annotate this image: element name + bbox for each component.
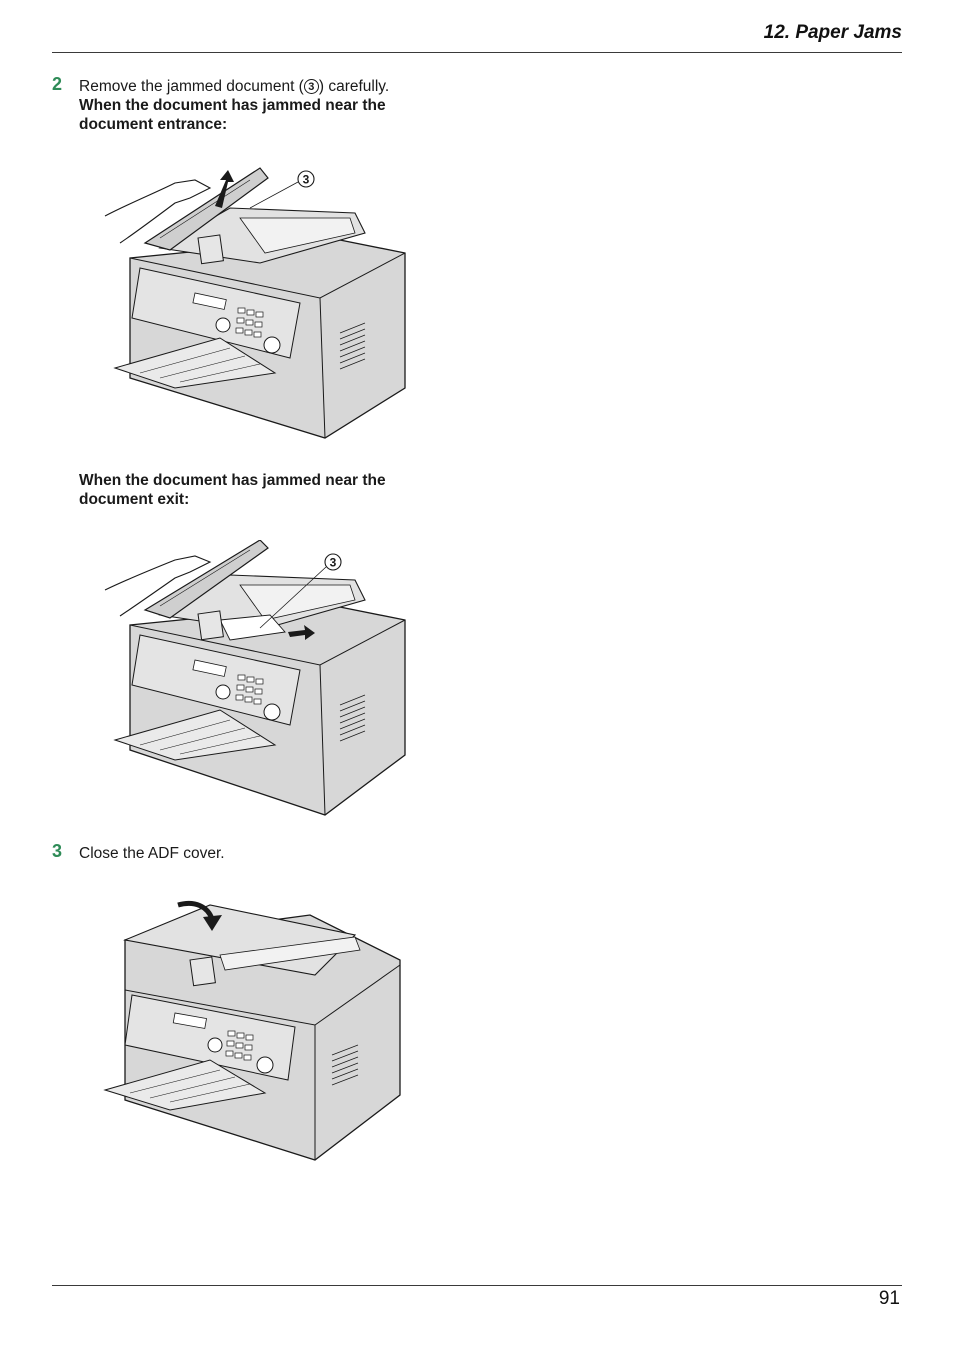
callout-3-badge: 3 [303, 79, 319, 94]
step-number-2: 2 [52, 74, 63, 94]
figure-jam-exit: 3 [100, 540, 420, 820]
subheading-exit-line2: document exit: [79, 491, 190, 508]
subheading-exit-line1: When the document has jammed near the [79, 472, 386, 489]
subheading-entrance-line2: document entrance: [79, 116, 228, 133]
step-number-3: 3 [52, 841, 63, 861]
figure1-callout-label: 3 [303, 173, 310, 187]
footer-rule [52, 1285, 902, 1286]
figure2-callout-label: 3 [330, 556, 337, 570]
page-number: 91 [878, 1288, 900, 1309]
step-2-text-before: Remove the jammed document ( [79, 78, 304, 95]
page-title: 12. Paper Jams [763, 22, 902, 43]
figure-jam-entrance: 3 [100, 158, 420, 448]
step-2-instruction: Remove the jammed document (3) carefully… [79, 77, 439, 96]
step-3-instruction: Close the ADF cover. [79, 845, 225, 862]
header-rule [52, 52, 902, 53]
subheading-entrance-line1: When the document has jammed near the [79, 97, 386, 114]
figure-close-adf-cover [100, 895, 420, 1170]
step-2-text-after: ) carefully. [318, 78, 390, 95]
